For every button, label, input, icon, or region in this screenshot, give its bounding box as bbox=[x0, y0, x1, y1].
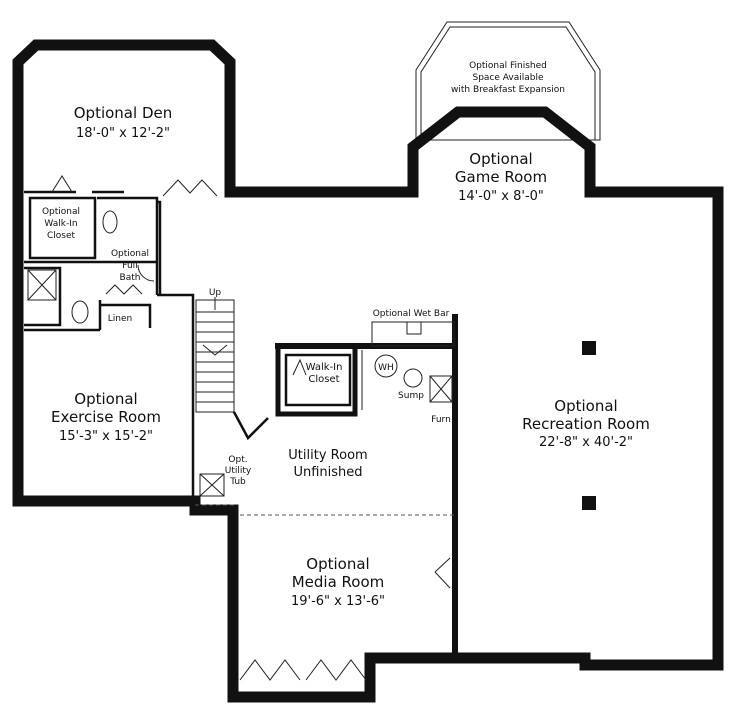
recreation-room-label: Optional bbox=[554, 397, 617, 415]
column-post-icon bbox=[582, 496, 596, 510]
full-bath-label-2: Full bbox=[122, 261, 137, 271]
walk-in-closet-label: Walk-In bbox=[306, 362, 343, 373]
den-dims: 18'-0" x 12'-2" bbox=[76, 126, 170, 141]
fixtures bbox=[27, 210, 596, 510]
utility-tub-label: Opt. bbox=[228, 455, 247, 465]
utility-tub-icon bbox=[199, 473, 225, 497]
stairs-up-label: Up bbox=[209, 288, 222, 298]
den-label: Optional Den bbox=[74, 104, 172, 122]
expansion-bay-outline bbox=[415, 21, 601, 141]
furnace-icon bbox=[429, 375, 453, 403]
expansion-label-2: Space Available bbox=[472, 73, 543, 83]
recreation-room-dims: 22'-8" x 40'-2" bbox=[539, 435, 633, 450]
exercise-room-dims: 15'-3" x 15'-2" bbox=[59, 429, 153, 444]
full-bath-label: Optional bbox=[111, 249, 149, 259]
utility-tub-label-2: Utility bbox=[225, 466, 252, 476]
column-post-icon bbox=[582, 341, 596, 355]
exterior-walls bbox=[12, 39, 724, 703]
shower-icon bbox=[27, 269, 57, 301]
den-closet-label-3: Closet bbox=[47, 231, 76, 241]
expansion-label: Optional Finished bbox=[469, 61, 547, 71]
utility-room-label: Utility Room bbox=[288, 448, 367, 463]
den-closet-label: Optional bbox=[42, 207, 80, 217]
stairs bbox=[195, 297, 269, 441]
recreation-room-label-2: Recreation Room bbox=[522, 415, 650, 433]
sink-icon bbox=[102, 210, 118, 234]
exercise-room-label: Optional bbox=[74, 390, 137, 408]
media-room-label: Optional bbox=[306, 555, 369, 573]
bar-sink-icon bbox=[406, 321, 422, 335]
water-heater-label: WH bbox=[378, 363, 394, 373]
room-labels: Optional Den 18'-0" x 12'-2" Optional Fi… bbox=[42, 61, 650, 609]
full-bath-label-3: Bath bbox=[120, 273, 141, 283]
water-heater-icon bbox=[374, 354, 398, 378]
expansion-label-3: with Breakfast Expansion bbox=[451, 85, 565, 95]
furnace-label: Furn bbox=[431, 415, 451, 425]
toilet-icon bbox=[71, 300, 89, 324]
game-room-dims: 14'-0" x 8'-0" bbox=[458, 189, 544, 204]
sump-icon bbox=[403, 368, 423, 388]
walk-in-closet-label-2: Closet bbox=[308, 374, 339, 385]
game-room-label-2: Game Room bbox=[455, 168, 547, 186]
media-room-label-2: Media Room bbox=[292, 573, 385, 591]
utility-room-label-2: Unfinished bbox=[293, 465, 362, 480]
sump-label: Sump bbox=[398, 391, 424, 401]
den-closet-label-2: Walk-In bbox=[44, 219, 77, 229]
media-room-dims: 19'-6" x 13'-6" bbox=[291, 594, 385, 609]
doors bbox=[51, 175, 451, 681]
utility-walls bbox=[195, 314, 458, 661]
game-room-label: Optional bbox=[469, 150, 532, 168]
interior-walls bbox=[24, 190, 195, 502]
exercise-room-label-2: Exercise Room bbox=[51, 408, 161, 426]
wet-bar-label: Optional Wet Bar bbox=[373, 309, 450, 319]
linen-label: Linen bbox=[108, 314, 132, 324]
utility-tub-label-3: Tub bbox=[229, 477, 246, 487]
